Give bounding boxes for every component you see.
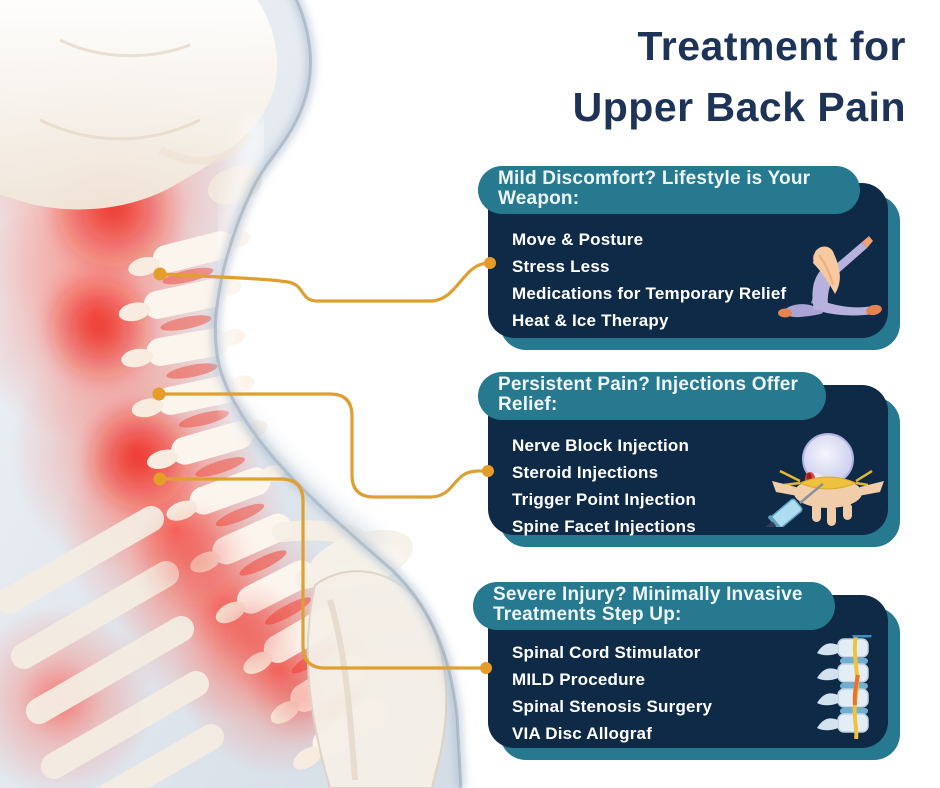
yoga-pose-illustration [778, 236, 882, 318]
page-title-line2: Upper Back Pain [572, 84, 906, 130]
card-header: Severe Injury? Minimally Invasive Treatm… [493, 584, 803, 625]
card-header-pill: Persistent Pain? Injections Offer Relief… [478, 372, 826, 420]
spine-segment-illustration [817, 634, 872, 740]
yoga-pose-illustration-slot [770, 223, 882, 328]
list-item: Spine Facet Injections [512, 517, 696, 536]
disc-injection-illustration [761, 433, 884, 536]
card-header: Mild Discomfort? Lifestyle is Your Weapo… [498, 168, 811, 209]
card-header-pill: Mild Discomfort? Lifestyle is Your Weapo… [478, 166, 860, 214]
treatment-card-3: Severe Injury? Minimally Invasive Treatm… [473, 582, 900, 760]
list-item: Steroid Injections [512, 463, 659, 482]
spine-segment-illustration-slot [814, 634, 878, 744]
list-item: Stress Less [512, 257, 610, 276]
list-item: Heat & Ice Therapy [512, 311, 669, 330]
list-item: Nerve Block Injection [512, 436, 690, 455]
page-title-line1: Treatment for [637, 23, 906, 69]
list-item: VIA Disc Allograf [512, 724, 653, 743]
anatomy-illustration [0, 0, 466, 788]
treatment-card-2: Persistent Pain? Injections Offer Relief… [478, 372, 900, 547]
list-item: MILD Procedure [512, 670, 646, 689]
page-title: Treatment for Upper Back Pain [486, 16, 906, 138]
list-item: Spinal Cord Stimulator [512, 643, 701, 662]
list-item: Medications for Temporary Relief [512, 284, 787, 303]
card-header-pill: Severe Injury? Minimally Invasive Treatm… [473, 582, 835, 630]
list-item: Move & Posture [512, 230, 644, 249]
card-header: Persistent Pain? Injections Offer Relief… [498, 374, 799, 415]
list-item: Spinal Stenosis Surgery [512, 697, 713, 716]
list-item: Trigger Point Injection [512, 490, 697, 509]
disc-injection-illustration-slot [761, 423, 886, 536]
treatment-card-1: Mild Discomfort? Lifestyle is Your Weapo… [478, 166, 900, 350]
